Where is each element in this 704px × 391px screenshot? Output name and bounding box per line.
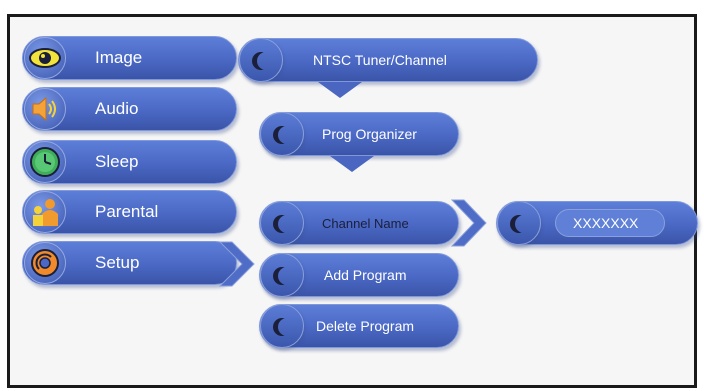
submenu-prog-organizer[interactable]: Prog Organizer: [259, 112, 459, 156]
submenu-tuner-label: NTSC Tuner/Channel: [313, 52, 447, 68]
submenu-channel-name-label: Channel Name: [322, 215, 409, 231]
submenu-delete-program-label: Delete Program: [316, 318, 415, 334]
channel-value-circle-icon: [497, 201, 541, 245]
crescent-icon: [515, 215, 533, 233]
crescent-icon: [278, 126, 296, 144]
arrow-down-icon: [330, 156, 374, 172]
menu-item-image[interactable]: Image: [22, 36, 237, 80]
menu-item-parental[interactable]: Parental: [22, 190, 237, 234]
channel-name-value-field[interactable]: XXXXXXX: [496, 201, 698, 245]
submenu-tuner[interactable]: NTSC Tuner/Channel: [238, 38, 538, 82]
setup-icon: [24, 242, 66, 284]
add-program-circle-icon: [260, 253, 304, 297]
menu-item-sleep-label: Sleep: [95, 152, 139, 171]
channel-name-circle-icon: [260, 201, 304, 245]
speaker-icon: [24, 88, 66, 130]
menu-item-parental-label: Parental: [95, 202, 159, 221]
crescent-icon: [278, 267, 296, 285]
menu-item-sleep[interactable]: Sleep: [22, 140, 237, 184]
chevron-right-icon: [450, 199, 487, 247]
prog-organizer-circle-icon: [260, 112, 304, 156]
menu-item-setup[interactable]: Setup: [22, 241, 237, 285]
submenu-add-program-label: Add Program: [324, 267, 407, 283]
chevron-right-icon: [218, 241, 255, 287]
crescent-icon: [257, 52, 275, 70]
submenu-channel-name[interactable]: Channel Name: [259, 201, 459, 245]
menu-item-audio-label: Audio: [95, 99, 139, 118]
menu-item-audio[interactable]: Audio: [22, 87, 237, 131]
crescent-icon: [278, 318, 296, 336]
crescent-icon: [278, 215, 296, 233]
submenu-delete-program[interactable]: Delete Program: [259, 304, 459, 348]
delete-program-circle-icon: [260, 304, 304, 348]
arrow-down-icon: [318, 82, 362, 98]
channel-name-value: XXXXXXX: [573, 215, 639, 231]
parental-icon: [24, 191, 66, 233]
submenu-add-program[interactable]: Add Program: [259, 253, 459, 297]
eye-icon: [24, 37, 66, 79]
clock-icon: [24, 141, 66, 183]
menu-item-image-label: Image: [95, 48, 143, 67]
tuner-circle-icon: [239, 38, 283, 82]
channel-value-box: [555, 209, 665, 237]
menu-item-setup-label: Setup: [95, 253, 140, 272]
submenu-prog-organizer-label: Prog Organizer: [322, 126, 417, 142]
